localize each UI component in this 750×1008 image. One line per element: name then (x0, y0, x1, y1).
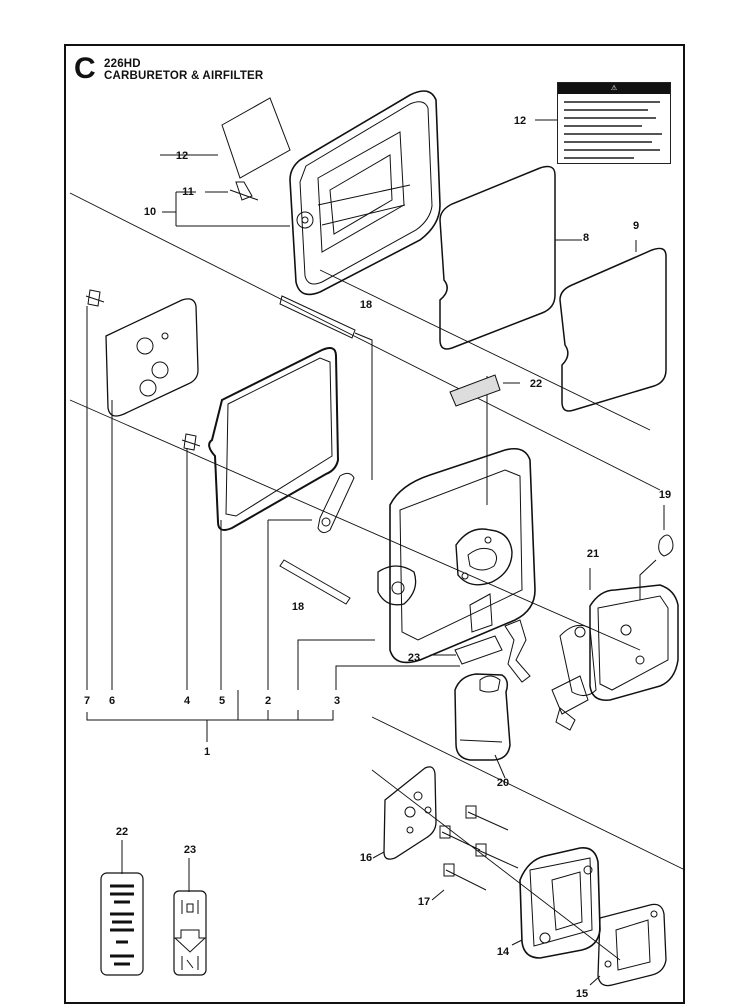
callout-18-lower: 18 (291, 601, 305, 613)
callout-9: 9 (632, 220, 640, 232)
callout-14: 14 (496, 946, 510, 958)
callout-23-body: 23 (407, 652, 421, 664)
callout-18-top: 18 (359, 299, 373, 311)
filter-cover (289, 90, 441, 296)
callout-16: 16 (359, 852, 373, 864)
callout-7: 7 (83, 695, 91, 707)
callout-12-left: 12 (175, 150, 189, 162)
callout-19: 19 (658, 489, 672, 501)
diagram-frame (64, 44, 685, 1004)
model-number: 226HD (104, 58, 141, 70)
callout-22-decal: 22 (115, 826, 129, 838)
callout-12-right: 12 (513, 115, 527, 127)
diagram-title: CARBURETOR & AIRFILTER (104, 70, 264, 82)
callout-22-body: 22 (529, 378, 543, 390)
callout-21: 21 (586, 548, 600, 560)
callout-15: 15 (575, 988, 589, 1000)
decal-22-illustration (100, 872, 144, 976)
callout-10: 10 (143, 206, 157, 218)
section-letter: C (74, 52, 96, 85)
decal-23-illustration (173, 890, 207, 976)
leader-22 (121, 840, 123, 874)
callout-4: 4 (183, 695, 191, 707)
warning-decal: ⚠ (557, 82, 671, 164)
callout-11: 11 (182, 186, 194, 198)
leader-23 (188, 858, 190, 892)
callout-6: 6 (108, 695, 116, 707)
callout-1: 1 (203, 746, 211, 758)
callout-8: 8 (582, 232, 590, 244)
callout-2: 2 (264, 695, 272, 707)
callout-3: 3 (333, 695, 341, 707)
warning-decal-header: ⚠ (558, 83, 670, 94)
callout-23-decal: 23 (183, 844, 197, 856)
callout-5: 5 (218, 695, 226, 707)
callout-20: 20 (496, 777, 510, 789)
callout-17: 17 (417, 896, 431, 908)
